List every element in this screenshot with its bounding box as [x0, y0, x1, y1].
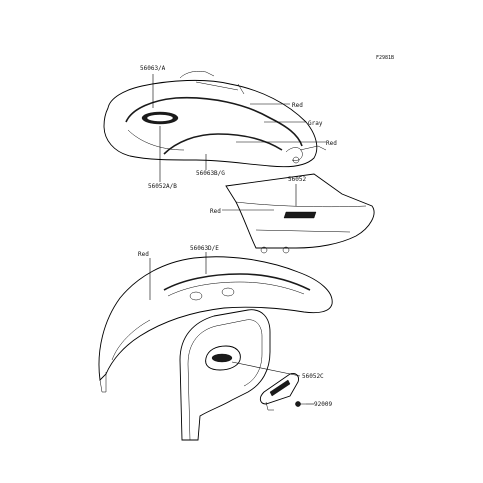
side-cover	[225, 173, 375, 254]
fuel-tank	[103, 71, 327, 168]
callout-tank-red: Red	[292, 102, 303, 109]
callout-fender-red: Red	[138, 251, 149, 258]
callout-screw: 92009	[314, 401, 332, 408]
callout-side-cover-red: Red	[210, 208, 221, 215]
grab-rail	[179, 309, 271, 441]
callout-tank-decal-a: 56063/A	[140, 65, 166, 72]
callout-side-cover-emblem: 56052	[288, 176, 306, 183]
screw	[295, 401, 306, 407]
callout-plate-emblem: 56052C	[302, 373, 324, 380]
leader-plate-emblem	[231, 361, 301, 377]
callout-tank-red-2: Red	[326, 140, 337, 147]
callout-tank-decal-bg: 56063B/G	[196, 170, 225, 177]
rear-fender	[98, 256, 333, 393]
callout-tank-gray: Gray	[308, 120, 323, 127]
callout-tank-emblem: 56052A/B	[148, 183, 177, 190]
plate-emblem	[259, 373, 299, 411]
callout-fender-decal: 56063D/E	[190, 245, 219, 252]
ref-code: F2981B	[376, 55, 394, 61]
tank-emblem-logo	[151, 116, 154, 122]
